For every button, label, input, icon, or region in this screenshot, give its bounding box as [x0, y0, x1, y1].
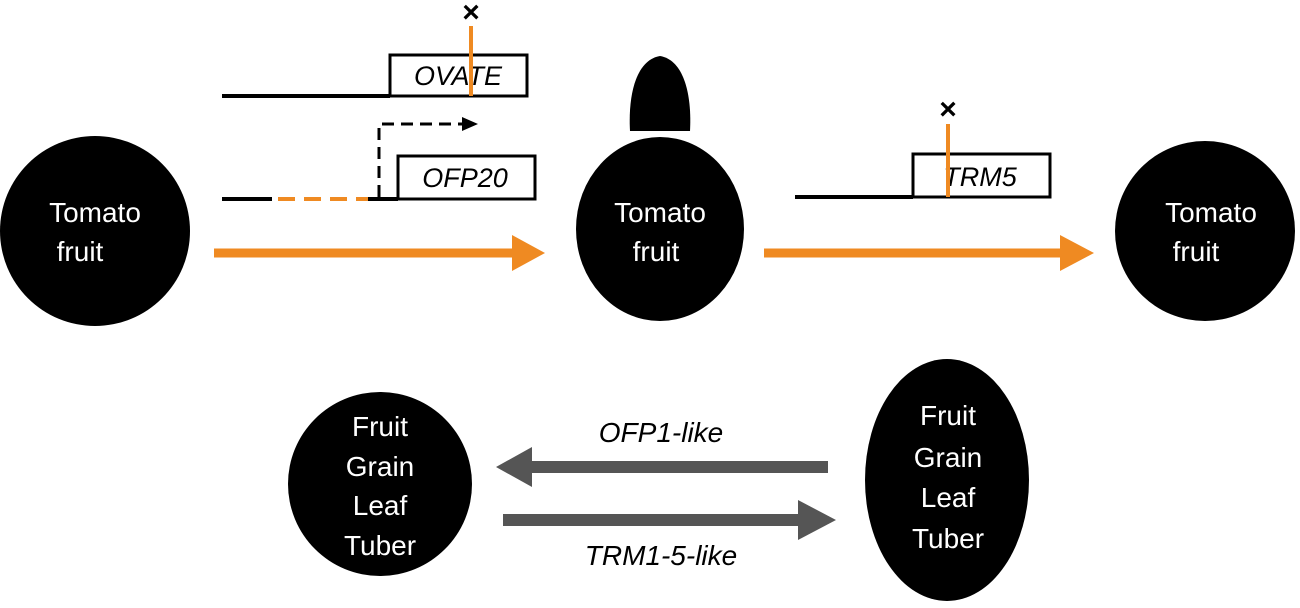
ofp20-gene-track: OFP20 [222, 117, 537, 201]
gray-arrow-right-head [798, 500, 836, 540]
fruit-middle-neck [629, 56, 691, 131]
gray-arrow-left-label: OFP1-like [599, 417, 723, 448]
fruit-left-label-line2: fruit [57, 236, 104, 267]
fruit-right-label-line1: Tomato [1165, 197, 1257, 228]
fruit-middle-body [576, 137, 744, 321]
ovate-gene-box [388, 53, 529, 98]
ofp20-expression-arrow [377, 122, 462, 197]
fruit-middle-label-line1: Tomato [614, 197, 706, 228]
fruit-right: Tomato fruit [1115, 141, 1295, 321]
organ-elongated: Fruit Grain Leaf Tuber [865, 359, 1029, 601]
organ-round-label-4: Tuber [344, 530, 416, 561]
ovate-gene-track: OVATE × [222, 0, 529, 98]
orange-arrow-1 [214, 235, 545, 271]
trm5-gene-track: TRM5 × [795, 93, 1052, 199]
organ-round-label-3: Leaf [353, 490, 408, 521]
organ-elongated-label-2: Grain [914, 442, 982, 473]
fruit-left-shape [0, 136, 190, 326]
fruit-middle: Tomato fruit [576, 56, 744, 321]
ofp20-expression-arrowhead [462, 117, 478, 131]
gray-arrow-left-head [496, 447, 532, 487]
organ-elongated-label-4: Tuber [912, 523, 984, 554]
organ-round-label-2: Grain [346, 451, 414, 482]
ovate-mutation-mark: × [462, 0, 480, 29]
gray-arrow-left: OFP1-like [496, 417, 828, 487]
organ-elongated-shape [865, 359, 1029, 601]
orange-arrow-1-head [512, 235, 545, 271]
organ-round-label-1: Fruit [352, 411, 408, 442]
organ-elongated-label-1: Fruit [920, 400, 976, 431]
ofp20-gene-label: OFP20 [422, 163, 508, 193]
orange-arrow-2 [764, 235, 1094, 271]
organ-round-shape [288, 392, 472, 576]
fruit-right-shape [1115, 141, 1295, 321]
trm5-gene-box [911, 152, 1052, 199]
orange-arrow-2-head [1060, 235, 1094, 271]
ovate-gene-label: OVATE [414, 61, 503, 91]
trm5-gene-label: TRM5 [943, 162, 1017, 192]
organ-elongated-label-3: Leaf [921, 482, 976, 513]
ofp20-gene-box [396, 154, 537, 201]
fruit-left-label-line1: Tomato [49, 197, 141, 228]
fruit-left: Tomato fruit [0, 136, 190, 326]
organ-round: Fruit Grain Leaf Tuber [288, 392, 472, 576]
gray-arrow-right: TRM1-5-like [503, 500, 836, 571]
gray-arrow-right-label: TRM1-5-like [585, 540, 737, 571]
fruit-middle-label-line2: fruit [633, 236, 680, 267]
trm5-mutation-mark: × [939, 93, 957, 126]
fruit-right-label-line2: fruit [1173, 236, 1220, 267]
